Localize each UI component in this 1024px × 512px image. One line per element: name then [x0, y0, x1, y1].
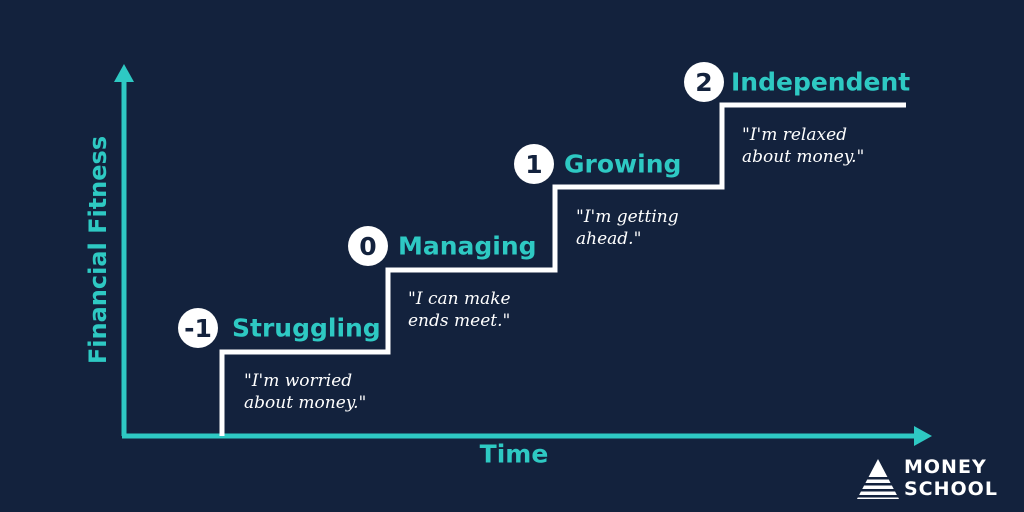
logo-line-school: SCHOOL	[904, 478, 998, 500]
money-school-logo: MONEY SCHOOL	[856, 456, 1012, 502]
stage-quote-independent: "I'm relaxed about money."	[742, 124, 864, 168]
stage-badge-minus-1: -1	[178, 308, 218, 348]
stage-quote-growing: "I'm getting ahead."	[576, 206, 679, 250]
quote-line: "I'm relaxed	[742, 125, 848, 145]
stage-title-struggling: Struggling	[232, 313, 381, 343]
stage-badge-2: 2	[684, 62, 724, 102]
stage-badge-0: 0	[348, 226, 388, 266]
quote-line: "I'm worried	[244, 371, 353, 391]
quote-line: ends meet."	[408, 311, 511, 331]
x-axis-arrowhead	[914, 426, 932, 446]
quote-line: about money."	[742, 147, 865, 167]
quote-line: ahead."	[576, 229, 642, 249]
stage-title-growing: Growing	[564, 149, 682, 179]
staircase-line	[219, 102, 906, 436]
logo-wordmark: MONEY SCHOOL	[904, 456, 998, 500]
y-axis-label: Financial Fitness	[84, 135, 112, 365]
stage-title-independent: Independent	[731, 67, 911, 97]
logo-line-money: MONEY	[904, 456, 987, 478]
stage-quote-managing: "I can make ends meet."	[408, 288, 511, 332]
x-axis-label: Time	[479, 439, 549, 469]
axes	[114, 64, 932, 446]
pyramid-logo-icon	[856, 459, 900, 499]
stage-quote-struggling: "I'm worried about money."	[244, 370, 366, 414]
stage-badge-1: 1	[514, 144, 554, 184]
quote-line: "I can make	[408, 289, 511, 309]
quote-line: about money."	[244, 393, 367, 413]
quote-line: "I'm getting	[576, 207, 679, 227]
y-axis-arrowhead	[114, 64, 134, 82]
stage-title-managing: Managing	[398, 231, 537, 261]
